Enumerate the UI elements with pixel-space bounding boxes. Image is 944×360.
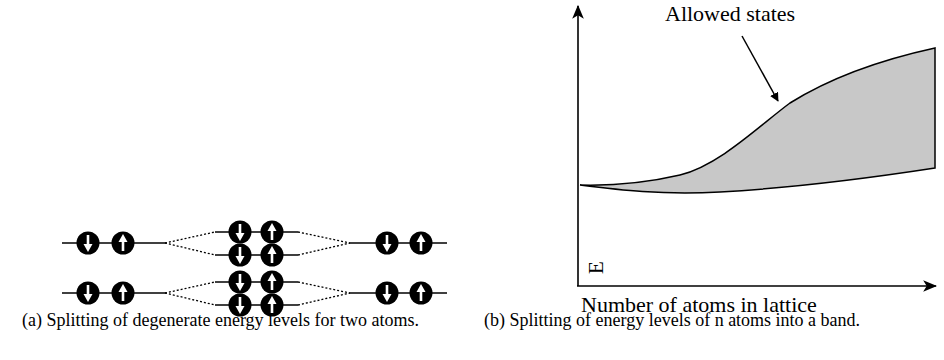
electron xyxy=(261,244,284,267)
splitting-line xyxy=(298,243,350,255)
electron xyxy=(229,221,252,244)
y-axis xyxy=(577,6,579,286)
splitting-line xyxy=(165,243,215,255)
energy-level xyxy=(215,254,298,256)
electron xyxy=(229,271,252,294)
electron xyxy=(112,232,135,255)
electron xyxy=(112,282,135,305)
electron xyxy=(376,282,399,305)
electron xyxy=(77,232,100,255)
figure-caption: (b) Splitting of energy levels of n atom… xyxy=(484,310,934,331)
allowed-band xyxy=(580,48,935,193)
splitting-line xyxy=(165,282,215,293)
atoms xyxy=(77,221,433,317)
energy-level xyxy=(215,281,298,283)
callout-label: Allowed states xyxy=(665,1,795,26)
figure-caption: (a) Splitting of degenerate energy level… xyxy=(22,310,452,331)
splitting-line xyxy=(165,232,215,243)
electron xyxy=(229,244,252,267)
energy-level xyxy=(215,304,298,306)
electron xyxy=(410,282,433,305)
electron xyxy=(261,271,284,294)
splitting-line xyxy=(298,232,350,243)
energy-level xyxy=(215,231,298,233)
electron xyxy=(376,232,399,255)
energy-levels xyxy=(62,232,447,305)
electron xyxy=(77,282,100,305)
splitting-line xyxy=(298,282,350,293)
splitting-line xyxy=(165,293,215,305)
splitting-line xyxy=(298,293,350,305)
electron xyxy=(261,221,284,244)
electron xyxy=(410,232,433,255)
axis-label: E xyxy=(584,262,608,275)
x-axis xyxy=(577,285,936,287)
leader-line xyxy=(742,36,778,101)
